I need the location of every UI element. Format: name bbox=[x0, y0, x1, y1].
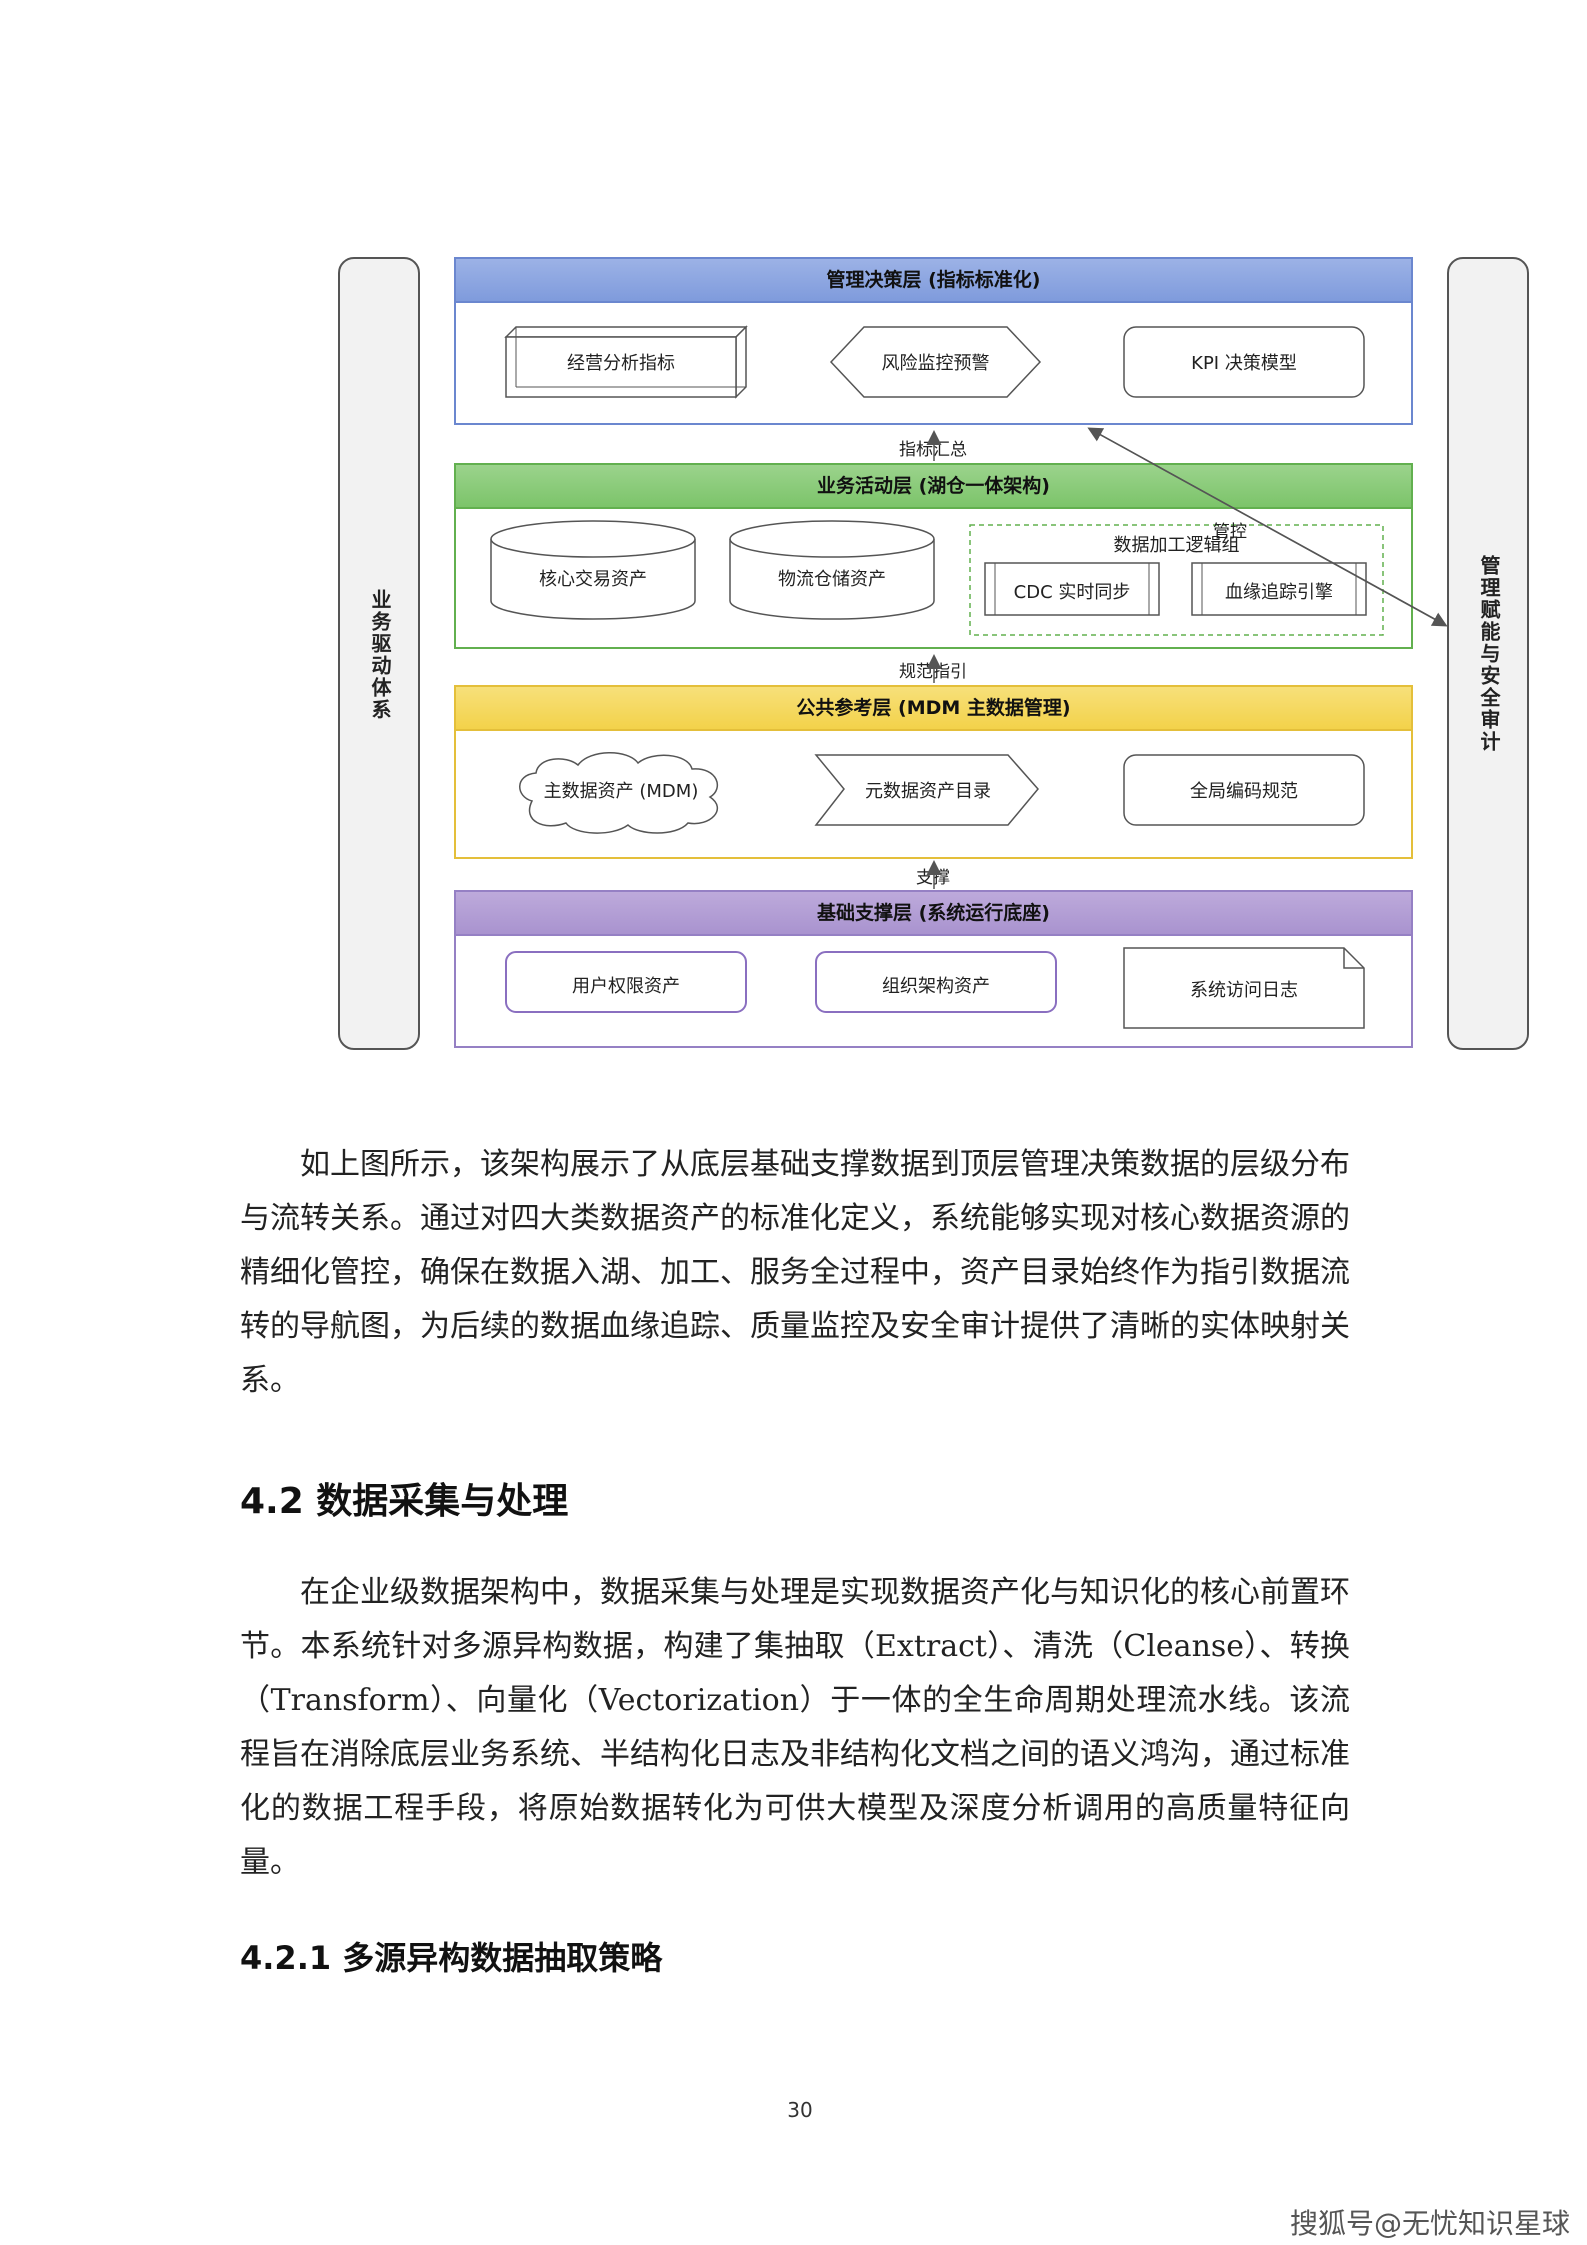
layer-business-title: 业务活动层 (湖仓一体架构) bbox=[454, 463, 1413, 509]
node-access-log: 系统访问日志 bbox=[1190, 980, 1298, 1001]
node-mdm-asset: 主数据资产 (MDM) bbox=[543, 781, 699, 802]
node-global-coding: 全局编码规范 bbox=[1190, 781, 1298, 802]
paragraph-data-collection: 在企业级数据架构中，数据采集与处理是实现数据资产化与知识化的核心前置环节。本系统… bbox=[240, 1566, 1350, 1890]
layer-base-title: 基础支撑层 (系统运行底座) bbox=[454, 890, 1413, 936]
left-side-panel: 业务驱动体系 bbox=[338, 257, 420, 1050]
layer-management: 管理决策层 (指标标准化) 经营分析指标 风险监控预警 KPI 决策模型 bbox=[454, 257, 1413, 425]
page-number: 30 bbox=[787, 2098, 813, 2122]
right-side-panel: 管理赋能与安全审计 bbox=[1447, 257, 1529, 1050]
connector-control: 管控 bbox=[1213, 522, 1247, 542]
node-risk-monitoring: 风险监控预警 bbox=[881, 353, 990, 374]
architecture-diagram: 业务驱动体系 管理赋能与安全审计 管理决策层 (指标标准化) 经营分析指标 风险… bbox=[320, 245, 1570, 1095]
node-logistics: 物流仓储资产 bbox=[778, 569, 886, 590]
node-org-structure: 组织架构资产 bbox=[882, 976, 990, 997]
paragraph-2-text: 在企业级数据架构中，数据采集与处理是实现数据资产化与知识化的核心前置环节。本系统… bbox=[240, 1575, 1350, 1880]
left-panel-label: 业务驱动体系 bbox=[368, 589, 392, 721]
layer-public-title: 公共参考层 (MDM 主数据管理) bbox=[454, 685, 1413, 731]
node-user-permission: 用户权限资产 bbox=[572, 976, 680, 997]
node-lineage-engine: 血缘追踪引擎 bbox=[1225, 582, 1333, 603]
right-panel-label: 管理赋能与安全审计 bbox=[1477, 555, 1501, 753]
paragraph-diagram-explanation: 如上图所示，该架构展示了从底层基础支撑数据到顶层管理决策数据的层级分布与流转关系… bbox=[240, 1138, 1350, 1408]
subsection-heading: 4.2.1 多源异构数据抽取策略 bbox=[240, 1939, 663, 1977]
connector-support: 支撑 bbox=[916, 868, 950, 888]
layer-public: 公共参考层 (MDM 主数据管理) 主数据资产 (MDM) 元数据资产目录 全局… bbox=[454, 685, 1413, 859]
node-processing-group-title: 数据加工逻辑组 bbox=[1113, 535, 1240, 556]
node-metadata-catalog: 元数据资产目录 bbox=[865, 781, 991, 802]
footer-watermark: 搜狐号@无忧知识星球 bbox=[1289, 2207, 1570, 2240]
node-kpi-model: KPI 决策模型 bbox=[1191, 353, 1297, 374]
connector-metric-summary: 指标汇总 bbox=[899, 440, 967, 460]
node-core-trade: 核心交易资产 bbox=[539, 569, 647, 590]
paragraph-1-text: 如上图所示，该架构展示了从底层基础支撑数据到顶层管理决策数据的层级分布与流转关系… bbox=[240, 1147, 1350, 1398]
node-cdc-sync: CDC 实时同步 bbox=[1013, 582, 1131, 603]
layer-business: 业务活动层 (湖仓一体架构) 核心交易资产 物流仓储资产 bbox=[454, 463, 1413, 649]
node-business-metrics: 经营分析指标 bbox=[567, 353, 675, 374]
connector-norm-guide: 规范指引 bbox=[899, 662, 967, 682]
section-heading: 4.2 数据采集与处理 bbox=[240, 1481, 569, 1522]
layer-management-title: 管理决策层 (指标标准化) bbox=[454, 257, 1413, 303]
layer-base: 基础支撑层 (系统运行底座) 用户权限资产 组织架构资产 系统访问日志 bbox=[454, 890, 1413, 1048]
